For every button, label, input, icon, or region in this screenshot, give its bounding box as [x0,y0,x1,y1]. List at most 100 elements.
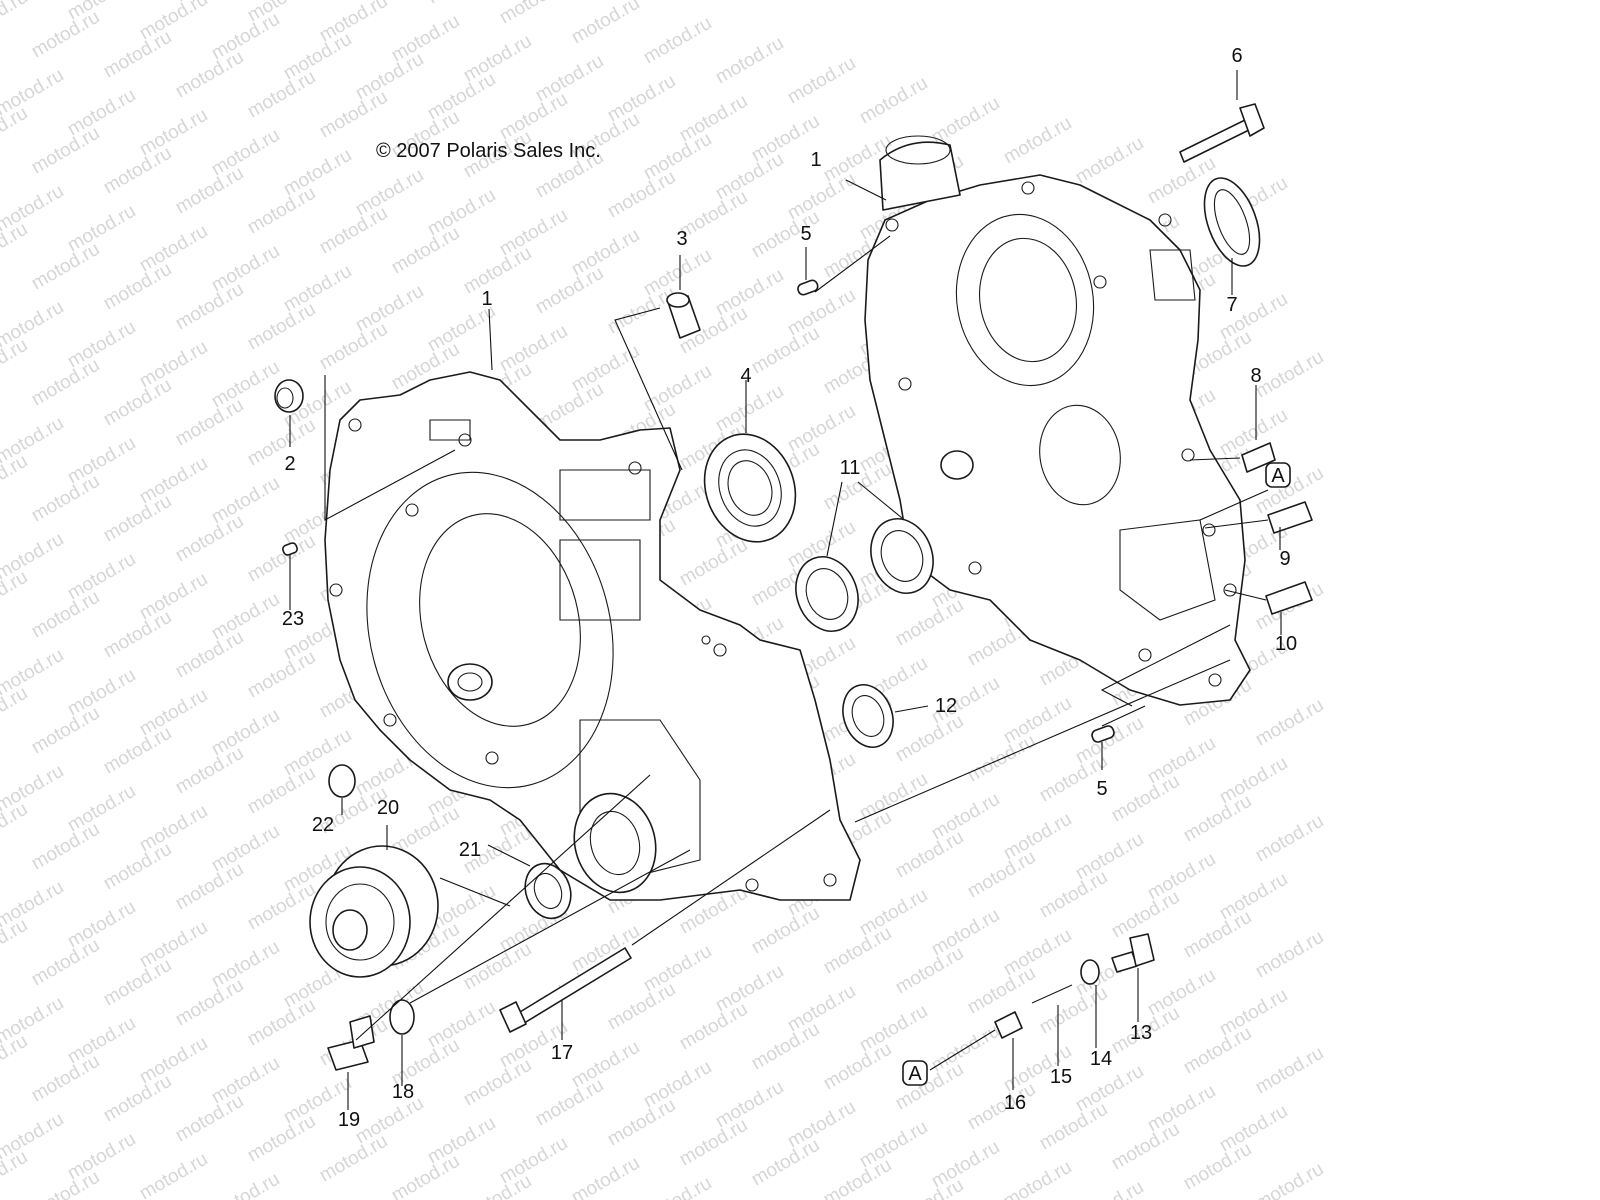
marker-a-upper-label: A [1271,465,1285,487]
watermark-text: motod.ru [244,531,319,587]
oil-seal-7 [1203,177,1261,267]
watermark-text: motod.ru [172,395,247,451]
callout-16: 16 [1004,1092,1026,1114]
bearing-12 [842,684,894,748]
watermark-text: motod.ru [1036,867,1111,923]
watermark-text: motod.ru [0,219,31,275]
watermark-text: motod.ru [532,1075,607,1131]
watermark-text: motod.ru [244,67,319,123]
watermark-text: motod.ru [892,943,967,999]
plug-22 [328,764,356,798]
watermark-text: motod.ru [100,143,175,199]
dowel-5-bottom [1091,725,1115,743]
callout-5a: 5 [800,223,811,245]
watermark-text: motod.ru [100,375,175,431]
watermark-text: motod.ru [604,167,679,223]
watermark-text: motod.ru [0,567,31,623]
watermark-text: motod.ru [0,915,31,971]
watermark-text: motod.ru [748,1135,823,1191]
washer-14 [1080,959,1100,985]
watermark-text: motod.ru [1108,1119,1183,1175]
callout-23: 23 [282,608,304,630]
watermark-text: motod.ru [1252,695,1327,751]
watermark-text: motod.ru [388,1151,463,1200]
watermark-text: motod.ru [0,1031,31,1087]
watermark-text: motod.ru [1036,983,1111,1039]
watermark-text: motod.ru [208,1169,283,1200]
watermark-text: motod.ru [1180,791,1255,847]
watermark-text: motod.ru [892,827,967,883]
watermark-text: motod.ru [316,203,391,259]
watermark-text: motod.ru [244,183,319,239]
spring-15 [1031,984,1073,1004]
dowel-8 [1241,442,1276,473]
watermark-text: motod.ru [316,319,391,375]
callout-3: 3 [676,228,687,250]
watermark-text: motod.ru [244,763,319,819]
watermark-text: motod.ru [496,0,571,28]
callout-7: 7 [1226,294,1237,316]
watermark-text: motod.ru [748,207,823,263]
watermark-text: motod.ru [568,0,643,48]
watermark-text: motod.ru [100,259,175,315]
watermark-text: motod.ru [460,243,535,299]
watermark-text: motod.ru [172,975,247,1031]
watermark-text: motod.ru [0,451,31,507]
copyright-notice: © 2007 Polaris Sales Inc. [376,140,601,162]
watermark-text: motod.ru [640,13,715,69]
callout-17: 17 [551,1042,573,1064]
callout-19: 19 [338,1109,360,1131]
watermark-text: motod.ru [1108,771,1183,827]
watermark-text: motod.ru [460,939,535,995]
watermark-text: motod.ru [28,471,103,527]
watermark-text: motod.ru [748,323,823,379]
watermark-text: motod.ru [316,1131,391,1187]
watermark-text: motod.ru [532,263,607,319]
leader-lines [289,70,1282,1110]
callout-18: 18 [392,1081,414,1103]
marker-a-lower-label: A [908,1063,922,1085]
watermark-text: motod.ru [172,627,247,683]
watermark-text: motod.ru [1000,1157,1075,1200]
watermark-text: motod.ru [820,1039,895,1095]
watermark-text: motod.ru [28,703,103,759]
watermark-text: motod.ru [460,1055,535,1111]
watermark-text: motod.ru [964,1079,1039,1135]
callout-11: 11 [840,457,861,479]
callout-1b: 1 [810,149,821,171]
watermark-text: motod.ru [172,511,247,567]
watermark-text: motod.ru [100,839,175,895]
watermark-text: motod.ru [172,163,247,219]
watermark-text: motod.ru [0,335,31,391]
watermark-text: motod.ru [1252,811,1327,867]
watermark-text: motod.ru [316,87,391,143]
watermark-text: motod.ru [244,879,319,935]
watermark-text: motod.ru [820,923,895,979]
watermark-text: motod.ru [748,903,823,959]
watermark-text: motod.ru [0,103,31,159]
pulley-20 [309,845,439,978]
callout-22: 22 [312,814,334,836]
watermark-text: motod.ru [1252,347,1327,403]
watermark-text: motod.ru [892,595,967,651]
watermark-text: motod.ru [28,819,103,875]
watermark-text: motod.ru [28,1051,103,1107]
callout-5b: 5 [1096,778,1107,800]
watermark-text: motod.ru [1072,133,1147,189]
watermark-text: motod.ru [100,1071,175,1127]
watermark-text: motod.ru [244,415,319,471]
reference-marker-a-lower: A [902,1060,928,1086]
callout-21: 21 [459,839,481,861]
bearing-4 [703,433,797,543]
watermark-text: motod.ru [1000,113,1075,169]
dowel-5-top [797,279,819,296]
watermark-text: motod.ru [28,587,103,643]
bearing-11-right [870,518,934,594]
watermark-text: motod.ru [676,535,751,591]
watermark-text: motod.ru [964,847,1039,903]
watermark-text: motod.ru [28,935,103,991]
callout-14: 14 [1090,1048,1112,1070]
watermark-text: motod.ru [100,607,175,663]
fitting-9 [1267,501,1313,534]
watermark-text: motod.ru [136,1149,211,1200]
